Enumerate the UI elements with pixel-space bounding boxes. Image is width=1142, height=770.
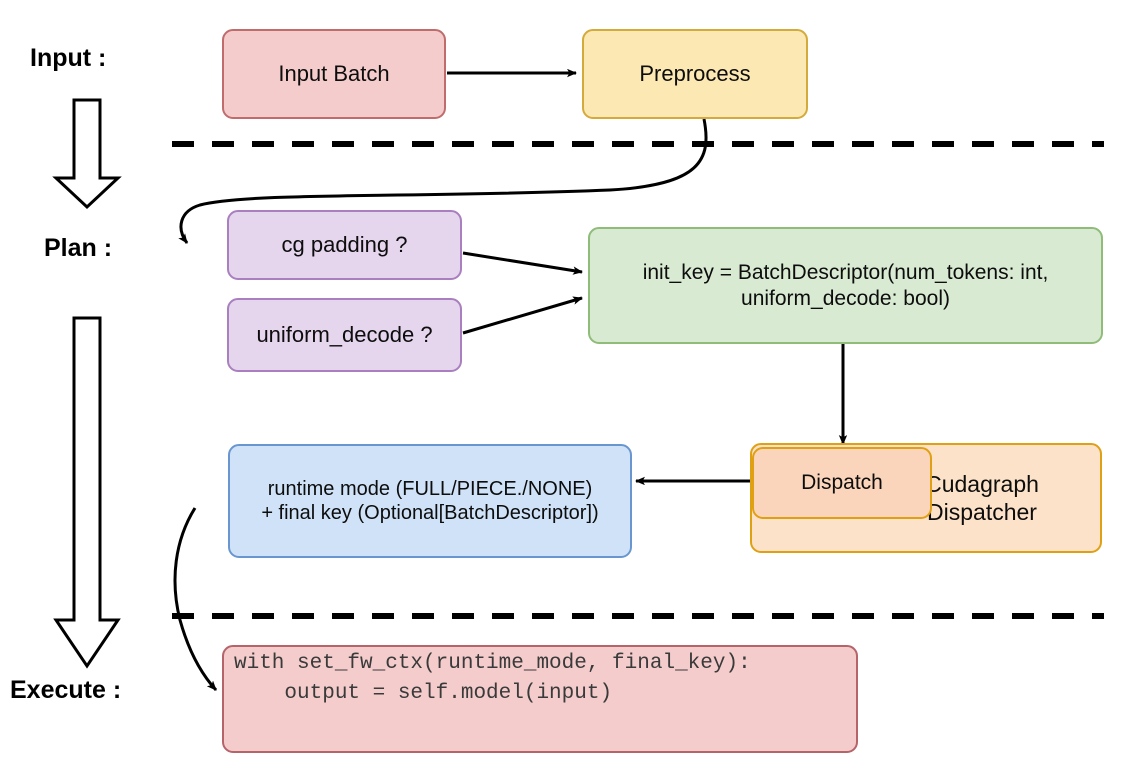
- node-execute-code[interactable]: with set_fw_ctx(runtime_mode, final_key)…: [222, 645, 858, 753]
- node-init-key[interactable]: init_key = BatchDescriptor(num_tokens: i…: [588, 227, 1103, 344]
- node-dispatch[interactable]: Dispatch: [752, 447, 932, 519]
- code-line-1: with set_fw_ctx(runtime_mode, final_key)…: [234, 652, 751, 675]
- stage-arrow-input-to-plan: [52, 98, 122, 210]
- stage-label-execute: Execute :: [10, 676, 122, 704]
- stage-label-plan: Plan :: [44, 234, 113, 262]
- node-input-batch[interactable]: Input Batch: [222, 29, 446, 119]
- node-cg-padding[interactable]: cg padding ?: [227, 210, 462, 280]
- edge-runtime-mode-to-code: [173, 507, 218, 692]
- node-preprocess[interactable]: Preprocess: [582, 29, 808, 119]
- node-runtime-mode-line2: + final key (Optional[BatchDescriptor]): [261, 502, 599, 524]
- node-runtime-mode[interactable]: runtime mode (FULL/PIECE./NONE) + final …: [228, 444, 632, 558]
- node-cudagraph-dispatcher-line1: Cudagraph: [925, 470, 1039, 497]
- node-cudagraph-dispatcher-line2: Dispatcher: [927, 499, 1037, 525]
- edge-cg-padding-to-init-key: [462, 251, 583, 275]
- node-uniform-decode[interactable]: uniform_decode ?: [227, 298, 462, 372]
- node-init-key-line2: uniform_decode: bool): [741, 286, 950, 310]
- node-init-key-line1: init_key = BatchDescriptor(num_tokens: i…: [642, 260, 1049, 284]
- node-runtime-mode-line1: runtime mode (FULL/PIECE./NONE): [267, 477, 593, 500]
- stage-label-input: Input :: [30, 44, 107, 72]
- code-line-2: output = self.model(input): [234, 682, 613, 706]
- stage-arrow-plan-to-execute: [53, 316, 121, 669]
- edge-uniform-decode-to-init-key: [462, 296, 583, 335]
